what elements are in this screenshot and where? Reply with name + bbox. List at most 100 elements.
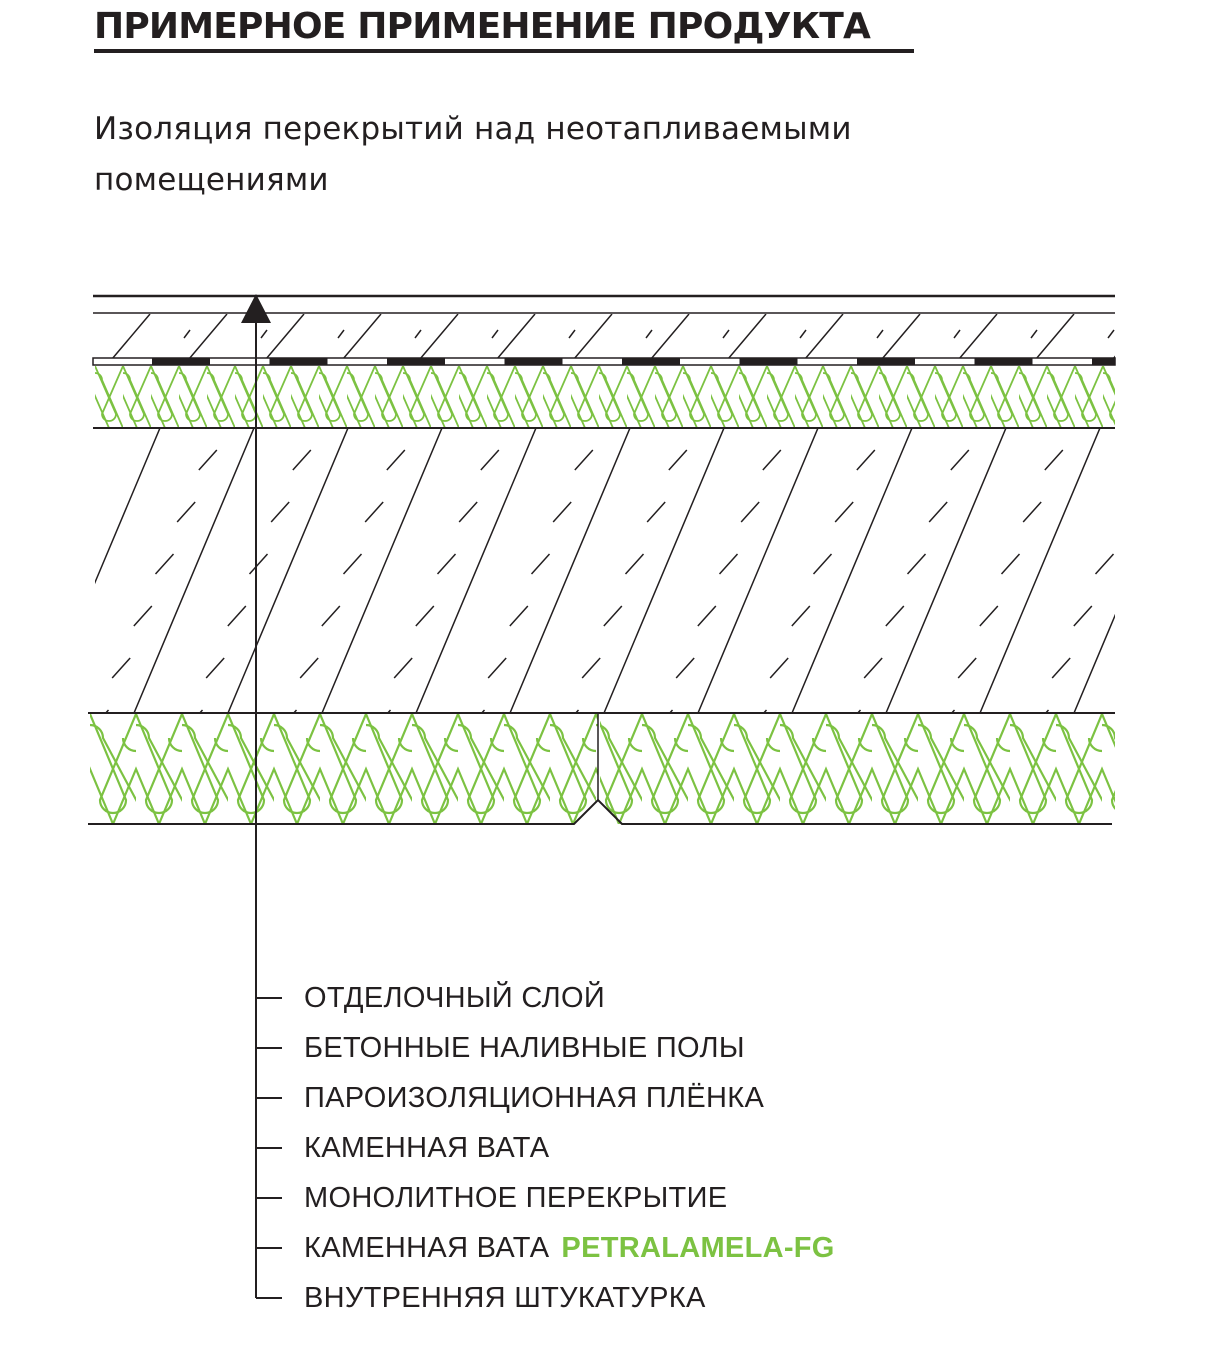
hatch-line xyxy=(1112,355,1115,359)
film-dash xyxy=(504,358,563,365)
slab-hatch-line xyxy=(321,428,443,713)
slab-hatch-dash xyxy=(509,605,529,627)
slab-hatch-dash xyxy=(1219,710,1232,730)
slab-hatch-dash xyxy=(321,605,341,627)
slab-hatch-line xyxy=(791,428,913,713)
hatch-line xyxy=(650,314,690,359)
slab-hatch-dash xyxy=(227,605,247,627)
slab-hatch-dash xyxy=(668,449,688,471)
slab-hatch-dash xyxy=(675,657,695,679)
slab-hatch-line xyxy=(885,428,1007,713)
slab-hatch-dash xyxy=(393,657,413,679)
hatch-tick xyxy=(1107,329,1115,339)
slab-hatch-dash xyxy=(740,501,760,523)
film-dash xyxy=(269,358,328,365)
slab-hatch-dash xyxy=(574,449,594,471)
slab-hatch-dash xyxy=(769,657,789,679)
hatch-line xyxy=(1035,314,1075,359)
hatch-tick xyxy=(337,329,345,339)
slab-hatch-dash xyxy=(581,657,601,679)
film-dash xyxy=(152,358,210,365)
petralamela-fg-layer xyxy=(88,713,1115,825)
slab-hatch-dash xyxy=(928,501,948,523)
slab-hatch-dash xyxy=(762,449,782,471)
slab-hatch-dash xyxy=(386,449,406,471)
slab-hatch-dash xyxy=(1190,554,1208,574)
legend-label: ВНУТРЕННЯЯ ШТУКАТУРКА xyxy=(304,1282,706,1314)
hatch-line xyxy=(573,314,613,359)
film-dash xyxy=(1092,358,1115,365)
stone-wool-upper-layer xyxy=(95,366,1115,428)
legend-item-plaster: ВНУТРЕННЯЯ ШТУКАТУРКА xyxy=(304,1282,706,1314)
hatch-tick xyxy=(414,329,422,339)
slab-hatch-dash xyxy=(718,553,739,575)
slab-hatch-dash xyxy=(950,449,970,471)
legend-label: ОТДЕЛОЧНЫЙ СЛОЙ xyxy=(304,982,605,1014)
hatch-line xyxy=(265,314,305,359)
slab-hatch-dash xyxy=(1044,449,1064,471)
slab-hatch-line xyxy=(415,428,537,713)
hatch-tick xyxy=(953,329,961,339)
slab-hatch-dash xyxy=(812,553,833,575)
hatch-tick xyxy=(1185,330,1191,338)
slab-hatch-dash xyxy=(1146,658,1164,678)
slab-hatch-line xyxy=(95,428,161,585)
slab-hatch-dash xyxy=(1211,502,1229,522)
slab-hatch-dash xyxy=(552,501,572,523)
slab-hatch-line xyxy=(603,428,725,713)
slab-hatch-dash xyxy=(458,501,478,523)
hatch-line xyxy=(881,314,921,359)
subtitle-line-1: Изоляция перекрытий над неотапливаемыми xyxy=(94,111,852,147)
slab-hatch-line xyxy=(1073,613,1115,713)
slab-hatch-dash xyxy=(436,553,457,575)
slab-hatch-dash xyxy=(885,605,905,627)
slab-hatch-dash xyxy=(299,657,319,679)
slab-hatch-dash xyxy=(1168,606,1186,626)
slab-hatch-dash xyxy=(834,501,854,523)
slab-hatch-dash xyxy=(198,449,218,471)
page-subtitle: Изоляция перекрытий над неотапливаемыми … xyxy=(94,104,994,206)
slab-hatch-dash xyxy=(646,501,666,523)
legend-label: ПАРОИЗОЛЯЦИОННАЯ ПЛЁНКА xyxy=(304,1082,765,1114)
hatch-tick xyxy=(799,329,807,339)
slab-hatch-dash xyxy=(906,553,927,575)
slab-hatch-dash xyxy=(487,657,507,679)
slab-hatch-dash xyxy=(111,657,131,679)
slab-hatch-dash xyxy=(205,657,225,679)
slab-hatch-dash xyxy=(1139,450,1157,470)
slab-hatch-line xyxy=(1168,428,1232,713)
hatch-line xyxy=(342,314,382,359)
hatch-line xyxy=(188,314,228,359)
slab-hatch-dash xyxy=(603,605,623,627)
hatch-line xyxy=(727,314,767,359)
slab-hatch-dash xyxy=(342,553,363,575)
legend-label: КАМЕННАЯ ВАТА xyxy=(304,1232,550,1264)
slab-hatch-dash xyxy=(856,449,876,471)
film-dash xyxy=(387,358,445,365)
hatch-line xyxy=(111,314,151,359)
slab-hatch-dash xyxy=(1125,710,1143,730)
hatch-line xyxy=(419,314,459,359)
slab-hatch-dash xyxy=(364,501,384,523)
slab-hatch-dash xyxy=(1094,553,1115,575)
legend-item-finish: ОТДЕЛОЧНЫЙ СЛОЙ xyxy=(304,982,605,1014)
triangle-arrow-icon xyxy=(241,294,271,323)
hatch-tick xyxy=(876,329,884,339)
legend-item-vapour-barrier: ПАРОИЗОЛЯЦИОННАЯ ПЛЁНКА xyxy=(304,1082,764,1114)
legend-label: МОНОЛИТНОЕ ПЕРЕКРЫТИЕ xyxy=(304,1182,728,1214)
slab-hatch-dash xyxy=(154,553,175,575)
slab-hatch-dash xyxy=(1051,657,1071,679)
slab-hatch-dash xyxy=(791,605,811,627)
slab-hatch-line xyxy=(133,428,255,713)
film-dash xyxy=(857,358,915,365)
film-dash xyxy=(974,358,1033,365)
legend-item-slab: МОНОЛИТНОЕ ПЕРЕКРЫТИЕ xyxy=(304,1182,727,1214)
leader-line xyxy=(255,318,282,1299)
hatch-line xyxy=(958,314,998,359)
slab-hatch-line xyxy=(227,428,349,713)
subtitle-line-2: помещениями xyxy=(94,162,329,198)
hatch-line xyxy=(804,314,844,359)
monolithic-slab-layer xyxy=(95,428,1232,730)
